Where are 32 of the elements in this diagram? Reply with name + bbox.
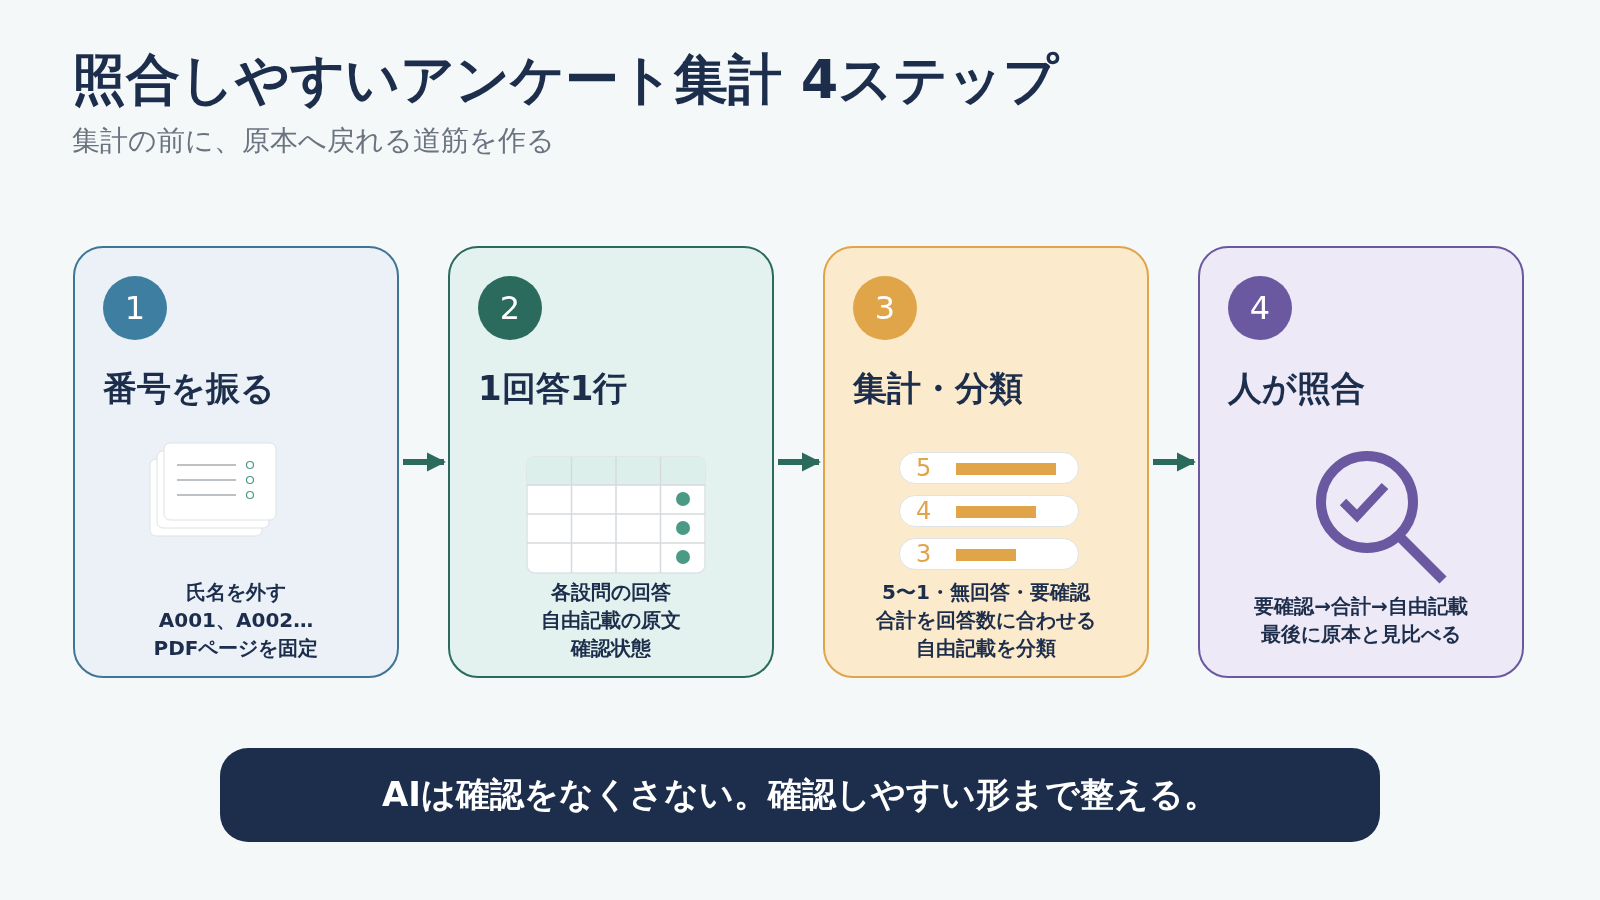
step-heading: 人が照合 (1228, 367, 1365, 410)
step-card (1198, 246, 1524, 678)
title: 照合しやすいアンケート集計 4ステップ (72, 47, 1059, 113)
note-line: 自由記載の原文 (541, 607, 681, 634)
arrow (1153, 452, 1196, 472)
step-card (823, 246, 1149, 678)
note-line: 確認状態 (571, 635, 651, 662)
subtitle: 集計の前に、原本へ戻れる道筋を作る (72, 123, 555, 159)
note-line: 各設問の回答 (551, 579, 671, 606)
note-line: 自由記載を分類 (916, 635, 1056, 662)
step-number-badge: 4 (1228, 276, 1292, 340)
step-heading: 集計・分類 (853, 367, 1023, 410)
rating-number: 5 (916, 453, 932, 483)
step-card (448, 246, 774, 678)
step-number-badge: 2 (478, 276, 542, 340)
step-number-badge: 1 (103, 276, 167, 340)
step-heading: 番号を振る (103, 367, 275, 410)
note-line: 最後に原本と見比べる (1261, 621, 1461, 648)
step-number-badge: 3 (853, 276, 917, 340)
rating-number: 3 (916, 539, 932, 569)
note-line: 合計を回答数に合わせる (876, 607, 1096, 634)
note-line: PDFページを固定 (153, 635, 319, 662)
rating-number: 4 (916, 496, 932, 526)
step-card (73, 246, 399, 678)
step-heading: 1回答1行 (478, 367, 628, 410)
message-banner: AIは確認をなくさない。確認しやすい形まで整える。 (220, 748, 1380, 842)
note-line: 氏名を外す (186, 579, 286, 606)
note-line: 要確認→合計→自由記載 (1254, 593, 1468, 620)
arrow (778, 452, 821, 472)
note-line: A001、A002… (158, 607, 314, 634)
arrow (403, 452, 446, 472)
note-line: 5〜1・無回答・要確認 (882, 579, 1090, 606)
